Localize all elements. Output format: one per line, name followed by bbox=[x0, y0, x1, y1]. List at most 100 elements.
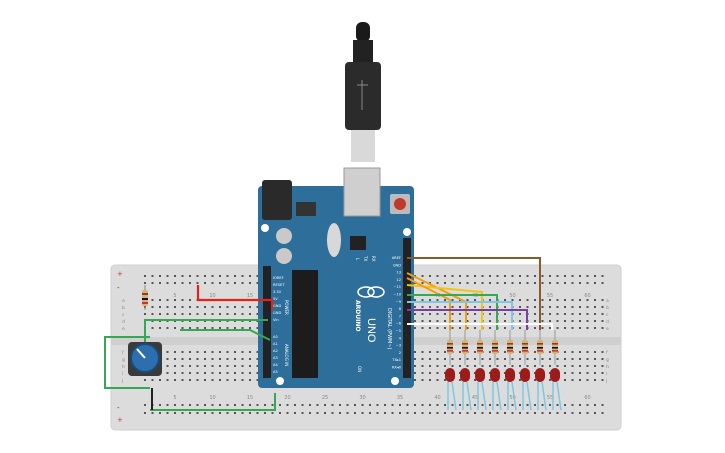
breadboard-hole[interactable] bbox=[399, 412, 401, 414]
breadboard-hole[interactable] bbox=[279, 404, 281, 406]
breadboard-hole[interactable] bbox=[204, 412, 206, 414]
breadboard-hole[interactable] bbox=[166, 358, 169, 360]
breadboard-hole[interactable] bbox=[189, 412, 191, 414]
breadboard-hole[interactable] bbox=[211, 275, 214, 277]
breadboard-hole[interactable] bbox=[181, 327, 184, 329]
breadboard-hole[interactable] bbox=[436, 404, 439, 406]
breadboard-hole[interactable] bbox=[196, 351, 199, 353]
breadboard-hole[interactable] bbox=[196, 412, 199, 414]
resistor-icon[interactable] bbox=[537, 340, 543, 354]
breadboard-hole[interactable] bbox=[436, 351, 439, 353]
breadboard-hole[interactable] bbox=[406, 404, 409, 406]
breadboard-hole[interactable] bbox=[429, 372, 431, 374]
breadboard-hole[interactable] bbox=[594, 299, 596, 301]
breadboard-hole[interactable] bbox=[189, 365, 191, 367]
breadboard-hole[interactable] bbox=[489, 327, 491, 329]
breadboard-hole[interactable] bbox=[594, 358, 596, 360]
breadboard-hole[interactable] bbox=[294, 412, 296, 414]
breadboard-hole[interactable] bbox=[219, 306, 221, 308]
breadboard-hole[interactable] bbox=[519, 282, 521, 284]
breadboard-hole[interactable] bbox=[429, 306, 431, 308]
breadboard-hole[interactable] bbox=[594, 379, 596, 381]
breadboard-hole[interactable] bbox=[196, 282, 199, 284]
breadboard-hole[interactable] bbox=[571, 404, 574, 406]
breadboard-hole[interactable] bbox=[234, 282, 236, 284]
breadboard-hole[interactable] bbox=[571, 379, 574, 381]
breadboard-hole[interactable] bbox=[564, 313, 566, 315]
breadboard-hole[interactable] bbox=[151, 379, 154, 381]
breadboard-hole[interactable] bbox=[459, 379, 461, 381]
breadboard-hole[interactable] bbox=[519, 365, 521, 367]
breadboard-hole[interactable] bbox=[504, 320, 506, 322]
breadboard-hole[interactable] bbox=[414, 379, 416, 381]
breadboard-hole[interactable] bbox=[234, 372, 236, 374]
breadboard-hole[interactable] bbox=[241, 282, 244, 284]
breadboard-hole[interactable] bbox=[594, 351, 596, 353]
breadboard-hole[interactable] bbox=[451, 275, 454, 277]
breadboard-hole[interactable] bbox=[556, 313, 559, 315]
breadboard-hole[interactable] bbox=[219, 379, 221, 381]
breadboard-hole[interactable] bbox=[601, 358, 604, 360]
breadboard-hole[interactable] bbox=[541, 412, 544, 414]
breadboard-hole[interactable] bbox=[601, 313, 604, 315]
wire-green-rail[interactable] bbox=[150, 393, 276, 411]
breadboard-hole[interactable] bbox=[549, 358, 551, 360]
breadboard-hole[interactable] bbox=[556, 299, 559, 301]
breadboard-hole[interactable] bbox=[586, 320, 589, 322]
breadboard-hole[interactable] bbox=[556, 282, 559, 284]
breadboard-hole[interactable] bbox=[181, 299, 184, 301]
breadboard-hole[interactable] bbox=[571, 327, 574, 329]
breadboard-hole[interactable] bbox=[601, 412, 604, 414]
breadboard-hole[interactable] bbox=[159, 306, 161, 308]
breadboard-hole[interactable] bbox=[436, 313, 439, 315]
breadboard-hole[interactable] bbox=[421, 282, 424, 284]
breadboard-hole[interactable] bbox=[534, 351, 536, 353]
wire-green-a0[interactable] bbox=[180, 329, 271, 341]
breadboard-hole[interactable] bbox=[549, 412, 551, 414]
breadboard-hole[interactable] bbox=[534, 379, 536, 381]
breadboard-hole[interactable] bbox=[159, 275, 161, 277]
breadboard-hole[interactable] bbox=[511, 365, 514, 367]
breadboard-hole[interactable] bbox=[234, 313, 236, 315]
breadboard-hole[interactable] bbox=[234, 351, 236, 353]
breadboard-hole[interactable] bbox=[526, 306, 529, 308]
wire-brown-13[interactable] bbox=[407, 257, 541, 330]
breadboard-hole[interactable] bbox=[444, 313, 446, 315]
breadboard-hole[interactable] bbox=[294, 404, 296, 406]
breadboard-hole[interactable] bbox=[241, 327, 244, 329]
breadboard-hole[interactable] bbox=[204, 275, 206, 277]
breadboard-hole[interactable] bbox=[594, 412, 596, 414]
breadboard-hole[interactable] bbox=[316, 412, 319, 414]
breadboard-hole[interactable] bbox=[226, 412, 229, 414]
breadboard-hole[interactable] bbox=[249, 379, 251, 381]
breadboard-hole[interactable] bbox=[376, 412, 379, 414]
breadboard-hole[interactable] bbox=[444, 282, 446, 284]
breadboard-hole[interactable] bbox=[346, 412, 349, 414]
breadboard-hole[interactable] bbox=[451, 412, 454, 414]
breadboard-hole[interactable] bbox=[196, 365, 199, 367]
breadboard-hole[interactable] bbox=[466, 404, 469, 406]
breadboard-hole[interactable] bbox=[211, 313, 214, 315]
breadboard-hole[interactable] bbox=[489, 320, 491, 322]
breadboard-hole[interactable] bbox=[496, 365, 499, 367]
breadboard-hole[interactable] bbox=[444, 365, 446, 367]
breadboard-hole[interactable] bbox=[421, 358, 424, 360]
breadboard-hole[interactable] bbox=[474, 282, 476, 284]
breadboard-hole[interactable] bbox=[181, 351, 184, 353]
breadboard-hole[interactable] bbox=[564, 365, 566, 367]
breadboard-hole[interactable] bbox=[399, 404, 401, 406]
breadboard-hole[interactable] bbox=[444, 275, 446, 277]
breadboard-hole[interactable] bbox=[556, 306, 559, 308]
breadboard-hole[interactable] bbox=[219, 275, 221, 277]
breadboard-hole[interactable] bbox=[204, 306, 206, 308]
breadboard-hole[interactable] bbox=[174, 412, 176, 414]
breadboard-hole[interactable] bbox=[204, 351, 206, 353]
breadboard-hole[interactable] bbox=[459, 275, 461, 277]
breadboard-hole[interactable] bbox=[256, 365, 259, 367]
breadboard-hole[interactable] bbox=[174, 299, 176, 301]
breadboard-hole[interactable] bbox=[181, 306, 184, 308]
breadboard-hole[interactable] bbox=[504, 351, 506, 353]
breadboard-hole[interactable] bbox=[339, 412, 341, 414]
breadboard-hole[interactable] bbox=[211, 306, 214, 308]
breadboard-hole[interactable] bbox=[429, 327, 431, 329]
